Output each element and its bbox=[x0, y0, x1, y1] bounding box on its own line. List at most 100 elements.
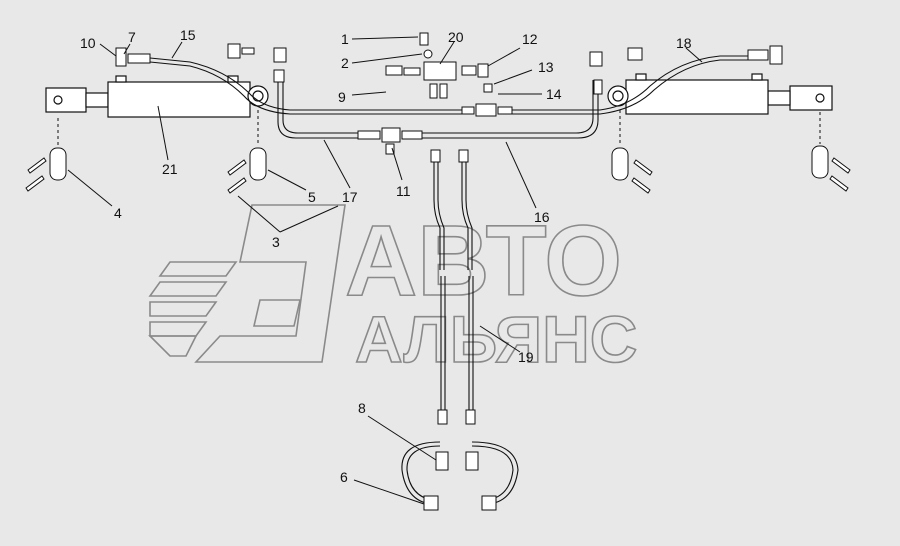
pin-right-a bbox=[633, 159, 653, 176]
left-port-nut bbox=[241, 47, 255, 55]
valve-block-20 bbox=[423, 61, 457, 81]
callout-9: 9 bbox=[338, 89, 346, 105]
left-hydraulic-cylinder bbox=[45, 75, 269, 118]
leader-11 bbox=[391, 147, 403, 181]
pin-3b bbox=[227, 177, 247, 194]
coupling-8 bbox=[435, 451, 449, 471]
pin-3a bbox=[227, 159, 247, 176]
callout-11: 11 bbox=[396, 183, 411, 199]
callout-16: 16 bbox=[534, 209, 550, 225]
watermark-logo bbox=[148, 204, 346, 363]
callout-17: 17 bbox=[342, 189, 358, 205]
leader-1 bbox=[351, 36, 419, 40]
cap-6-right bbox=[481, 495, 497, 511]
callout-3: 3 bbox=[272, 234, 280, 250]
right-cylinder-port-b bbox=[751, 73, 763, 81]
leader-15 bbox=[171, 41, 183, 59]
callout-20: 20 bbox=[448, 29, 464, 45]
leader-10 bbox=[99, 43, 117, 57]
fitting-7 bbox=[127, 53, 151, 64]
tee-11 bbox=[381, 127, 401, 143]
watermark-line1: АВТО bbox=[345, 205, 622, 317]
callout-4: 4 bbox=[114, 205, 122, 221]
right-cylinder-body bbox=[625, 79, 769, 115]
tee-11-nut-bottom bbox=[385, 143, 395, 155]
bottom-hose-right-inner bbox=[471, 445, 514, 501]
callout-10: 10 bbox=[80, 35, 96, 51]
callout-14: 14 bbox=[546, 86, 562, 102]
callout-18: 18 bbox=[676, 35, 692, 51]
leader-8 bbox=[367, 415, 437, 461]
pipe-17-inner bbox=[282, 80, 360, 134]
left-pipe-elbow bbox=[273, 47, 287, 63]
fitting-right-hose-elbow bbox=[769, 45, 783, 65]
left-cylinder-body bbox=[107, 81, 251, 118]
right-piston-rod bbox=[767, 90, 791, 106]
right-cylinder-port-a bbox=[635, 73, 647, 81]
pipe-19-bottom-nut-left bbox=[437, 409, 448, 425]
leader-18 bbox=[685, 47, 703, 63]
tee-11-nut-right bbox=[401, 130, 423, 140]
callout-6: 6 bbox=[340, 469, 348, 485]
leader-4 bbox=[67, 169, 113, 207]
leader-6 bbox=[353, 479, 425, 505]
callout-21: 21 bbox=[162, 161, 178, 177]
left-port-elbow bbox=[227, 43, 241, 59]
watermark-line2: АЛЬЯНС bbox=[355, 302, 637, 376]
hose-18 bbox=[500, 55, 750, 111]
leader-3 bbox=[237, 195, 339, 233]
tee-14-nut-left bbox=[461, 106, 475, 115]
tee-14 bbox=[475, 103, 497, 117]
callout-5: 5 bbox=[308, 189, 316, 205]
right-port-elbow bbox=[627, 47, 643, 61]
pipe-17 bbox=[277, 80, 360, 139]
leader-20 bbox=[439, 41, 455, 65]
fitting-13 bbox=[483, 83, 493, 93]
callout-2: 2 bbox=[341, 55, 349, 71]
fittings bbox=[115, 32, 783, 511]
cap-6 bbox=[423, 495, 439, 511]
leader-9 bbox=[351, 91, 387, 96]
leader-17 bbox=[323, 139, 351, 189]
leader-5 bbox=[267, 169, 307, 191]
fitting-9-nut bbox=[403, 67, 421, 76]
callout-labels: 1 2 3 4 5 6 7 8 9 10 11 12 13 14 15 16 1… bbox=[80, 27, 692, 485]
leader-13 bbox=[493, 69, 533, 85]
callout-19: 19 bbox=[518, 349, 534, 365]
fitting-right-hose bbox=[747, 49, 769, 61]
pipe-19-bottom-nut-right bbox=[465, 409, 476, 425]
washer-2 bbox=[423, 49, 433, 59]
left-cylinder-port-b bbox=[227, 75, 239, 83]
fitting-9-lower-a bbox=[429, 83, 438, 99]
bottom-hose-left-inner bbox=[406, 445, 441, 501]
pins-and-bushings bbox=[25, 145, 851, 194]
callout-1: 1 bbox=[341, 31, 349, 47]
bushing-right-outer bbox=[811, 145, 829, 179]
pipe-19-right-upper-inner bbox=[465, 160, 473, 270]
left-piston-rod bbox=[85, 92, 109, 108]
watermark: АВТО АЛЬЯНС bbox=[148, 204, 638, 377]
pipe-19-top-nut-left bbox=[430, 149, 441, 163]
left-cylinder-port-a bbox=[115, 75, 127, 83]
leader-lines bbox=[67, 36, 703, 505]
right-pipe-nut bbox=[593, 79, 603, 95]
pipe-19-left-upper-inner bbox=[437, 160, 445, 270]
callout-15: 15 bbox=[180, 27, 196, 43]
bushing-right-inner bbox=[611, 147, 629, 181]
bushing-4 bbox=[49, 147, 67, 181]
tee-11-nut-left bbox=[357, 130, 381, 140]
pipe-16 bbox=[420, 80, 599, 139]
leader-19 bbox=[479, 325, 521, 353]
fitting-12-elbow bbox=[477, 63, 489, 78]
center-lines bbox=[57, 110, 821, 146]
leader-12 bbox=[487, 47, 521, 67]
leader-2 bbox=[351, 53, 423, 64]
callout-8: 8 bbox=[358, 400, 366, 416]
right-pipe-elbow bbox=[589, 51, 603, 67]
right-rod-eye-hole bbox=[815, 93, 825, 103]
right-rod-eye bbox=[789, 85, 833, 111]
pin-4b bbox=[25, 175, 45, 192]
fitting-10 bbox=[115, 47, 127, 67]
